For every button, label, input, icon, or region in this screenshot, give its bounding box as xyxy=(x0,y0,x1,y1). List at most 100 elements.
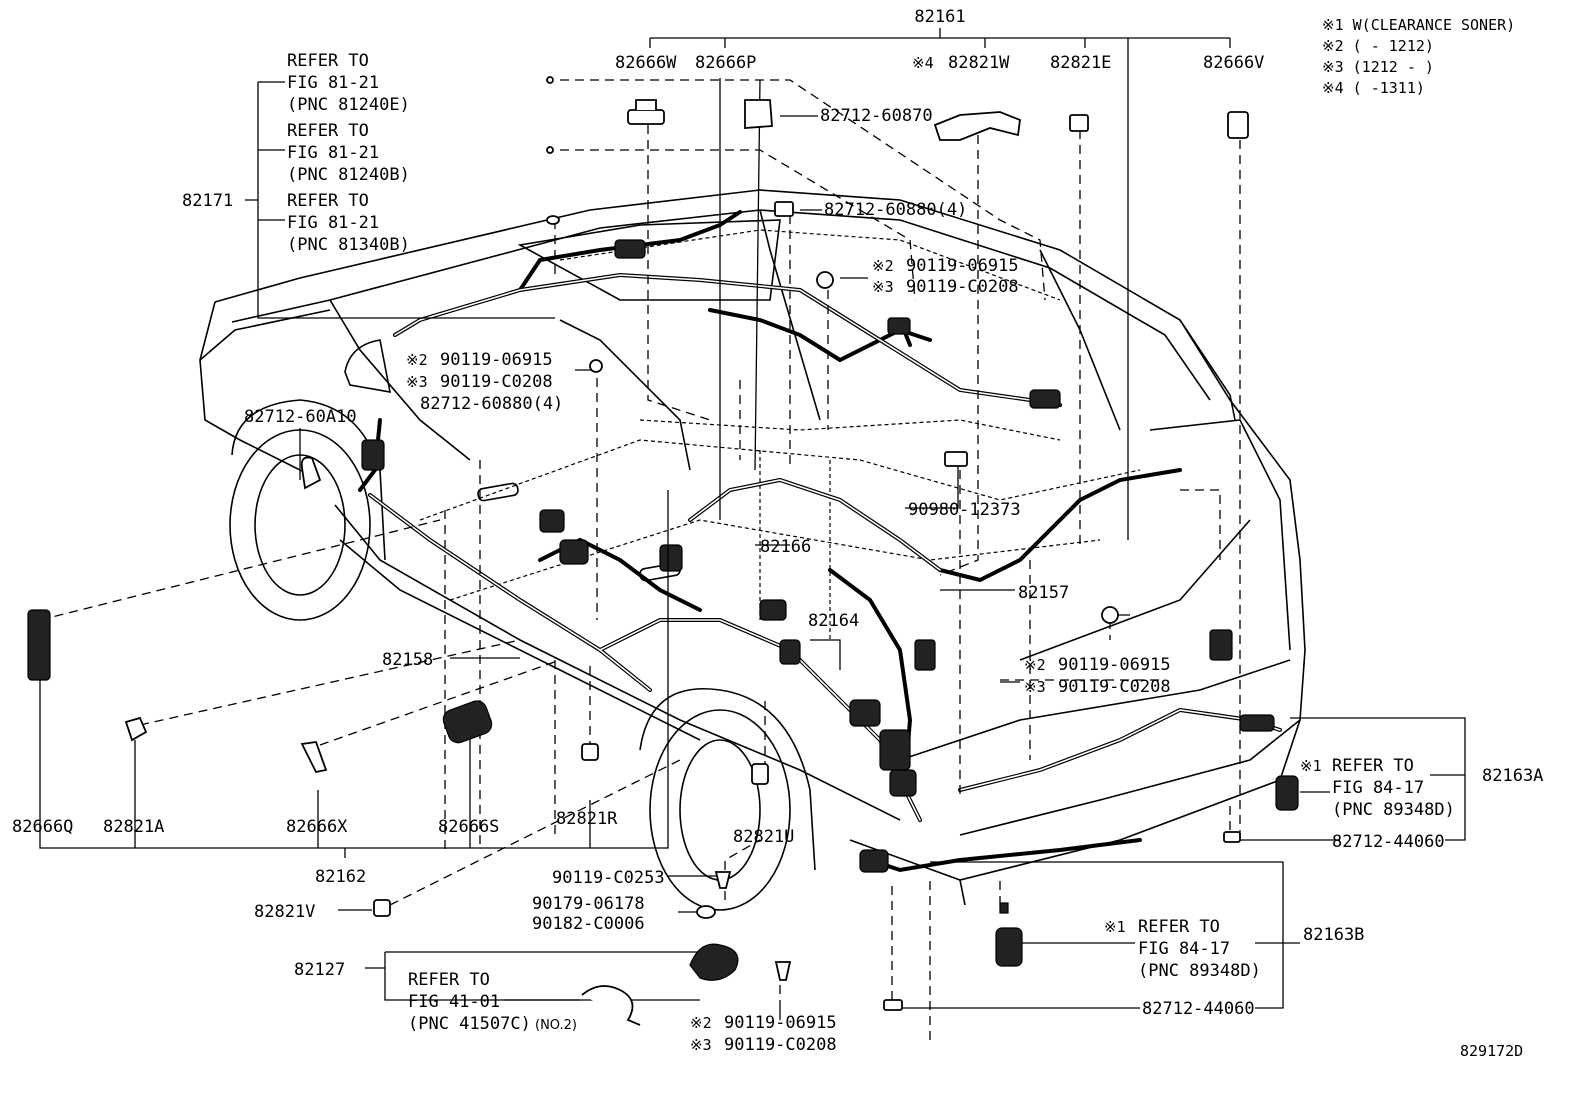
label-90119-06915-top: 90119-06915 xyxy=(906,256,1019,276)
label-82163B: 82163B xyxy=(1303,925,1364,945)
label-82666P: 82666P xyxy=(695,53,756,73)
leader-lines xyxy=(39,28,1466,1020)
legend-2: ※2 ( - 1212) xyxy=(1322,37,1434,55)
label-90980-12373: 90980-12373 xyxy=(908,500,1021,520)
legend-1: ※1 W(CLEARANCE SONER) xyxy=(1322,16,1515,34)
part-82821W-shape xyxy=(933,111,1021,141)
part-82127-shape xyxy=(689,943,739,981)
label-note3-left: ※3 xyxy=(406,373,428,391)
part-82666Q-shape xyxy=(27,609,51,681)
label-82821E: 82821E xyxy=(1050,53,1111,73)
ref4-line3: (PNC 89348D) xyxy=(1332,800,1455,820)
part-82821R-shape xyxy=(581,743,599,761)
part-82666W-shape xyxy=(627,109,665,125)
ref4-line1: REFER TO xyxy=(1332,756,1414,776)
label-82666V: 82666V xyxy=(1203,53,1264,73)
label-note3-right: ※3 xyxy=(1024,678,1046,696)
ref6-line1: REFER TO xyxy=(1138,917,1220,937)
ref5-line2: FIG 41-01 xyxy=(408,992,500,1012)
label-82666Q: 82666Q xyxy=(12,817,73,837)
label-82712-60880-top: 82712-60880(4) xyxy=(824,200,967,220)
label-note2-bottom: ※2 xyxy=(690,1014,712,1032)
ref6-line2: FIG 84-17 xyxy=(1138,939,1230,959)
vehicle-body-outline xyxy=(199,189,1306,911)
label-90119-06915-bottom: 90119-06915 xyxy=(724,1013,837,1033)
label-82666S: 82666S xyxy=(438,817,499,837)
label-82821V: 82821V xyxy=(254,902,315,922)
label-82127: 82127 xyxy=(294,960,345,980)
label-82666X: 82666X xyxy=(286,817,348,837)
label-90182-C0006: 90182-C0006 xyxy=(532,914,645,934)
label-90119-C0208-right: 90119-C0208 xyxy=(1058,677,1171,697)
ref2-line2: FIG 81-21 xyxy=(287,143,379,163)
label-90119-C0208-left: 90119-C0208 xyxy=(440,372,553,392)
label-82157: 82157 xyxy=(1018,583,1069,603)
ref6-line3: (PNC 89348D) xyxy=(1138,961,1261,981)
label-90119-C0208-bottom: 90119-C0208 xyxy=(724,1035,837,1055)
ref2-line3: (PNC 81240B) xyxy=(287,165,410,185)
label-82666W: 82666W xyxy=(615,53,677,73)
label-note3-bottom: ※3 xyxy=(690,1036,712,1054)
label-82712-44060-a: 82712-44060 xyxy=(1332,832,1445,852)
part-82821E-shape xyxy=(1069,114,1089,132)
part-82712-60870-shape xyxy=(744,99,773,129)
label-note4: ※4 xyxy=(912,54,934,72)
label-90119-06915-right: 90119-06915 xyxy=(1058,655,1171,675)
label-82166: 82166 xyxy=(760,537,811,557)
part-82821U-shape xyxy=(751,763,769,785)
label-note2-top: ※2 xyxy=(872,257,894,275)
label-82712-60A10: 82712-60A10 xyxy=(244,407,357,427)
label-82712-44060-b: 82712-44060 xyxy=(1142,999,1255,1019)
label-82821U: 82821U xyxy=(733,827,794,847)
part-82666S-shape xyxy=(442,700,493,744)
label-82712-60880-left: 82712-60880(4) xyxy=(420,394,563,414)
labels: 82161 82666W 82666P ※4 82821W 82821E 826… xyxy=(12,7,1543,1055)
legend-3: ※3 (1212 - ) xyxy=(1322,58,1434,76)
part-82666X-shape xyxy=(300,741,328,774)
label-90119-06915-left: 90119-06915 xyxy=(440,350,553,370)
label-note3-top: ※3 xyxy=(872,278,894,296)
pointer-lines xyxy=(39,79,1241,1040)
label-90119-C0253: 90119-C0253 xyxy=(552,868,665,888)
label-82158: 82158 xyxy=(382,650,433,670)
label-note1-b: ※1 xyxy=(1104,918,1126,936)
part-82163B-sensor-shape xyxy=(995,927,1023,967)
ref2-line1: REFER TO xyxy=(287,121,369,141)
label-82821R: 82821R xyxy=(556,809,618,829)
ref1-line1: REFER TO xyxy=(287,51,369,71)
ref3-line2: FIG 81-21 xyxy=(287,213,379,233)
label-82164: 82164 xyxy=(808,611,859,631)
ref4-line2: FIG 84-17 xyxy=(1332,778,1424,798)
label-90119-C0208-top: 90119-C0208 xyxy=(906,277,1019,297)
legend-4: ※4 ( -1311) xyxy=(1322,79,1425,97)
label-82161: 82161 xyxy=(914,7,965,27)
label-82163A: 82163A xyxy=(1482,766,1543,786)
parts xyxy=(27,76,1299,1026)
ref1-line3: (PNC 81240E) xyxy=(287,95,410,115)
part-82666V-shape xyxy=(1227,111,1249,139)
label-90179-06178: 90179-06178 xyxy=(532,894,645,914)
ref5-line4: (NO.2) xyxy=(535,1018,577,1033)
label-82162: 82162 xyxy=(315,867,366,887)
label-82821A: 82821A xyxy=(103,817,164,837)
part-82163A-sensor-shape xyxy=(1275,775,1299,811)
part-82821V-shape xyxy=(373,899,391,917)
figure-code: 829172D xyxy=(1460,1042,1523,1060)
label-note2-right: ※2 xyxy=(1024,656,1046,674)
label-82821W: 82821W xyxy=(948,53,1010,73)
legend: ※1 W(CLEARANCE SONER) ※2 ( - 1212) ※3 (1… xyxy=(1322,16,1515,97)
label-note1-a: ※1 xyxy=(1300,757,1322,775)
ref1-line2: FIG 81-21 xyxy=(287,73,379,93)
label-82171: 82171 xyxy=(182,191,233,211)
ref3-line1: REFER TO xyxy=(287,191,369,211)
ref3-line3: (PNC 81340B) xyxy=(287,235,410,255)
part-82712-60A10-shape xyxy=(300,456,322,490)
label-note2-left: ※2 xyxy=(406,351,428,369)
part-82821A-shape xyxy=(124,716,148,742)
label-82712-60870: 82712-60870 xyxy=(820,106,933,126)
ref5-line1: REFER TO xyxy=(408,970,490,990)
ref5-line3: (PNC 41507C) xyxy=(408,1014,531,1034)
wire-harness xyxy=(358,210,1282,873)
